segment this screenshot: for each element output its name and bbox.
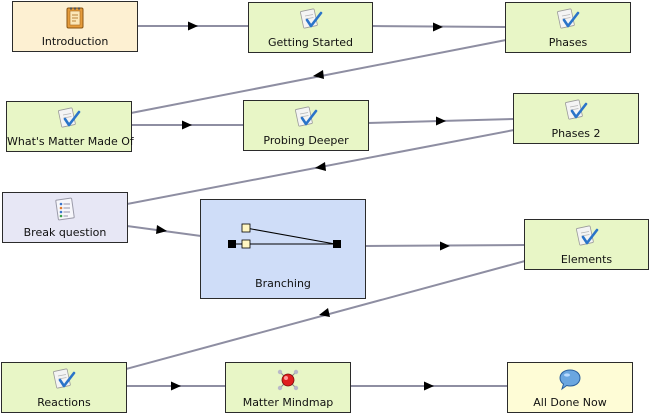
node-phases-2[interactable]: Phases 2: [513, 93, 639, 144]
checklist-icon: [294, 105, 318, 129]
node-label: Branching: [255, 277, 311, 290]
arrowheads: [156, 21, 450, 391]
node-introduction[interactable]: Introduction: [12, 1, 138, 52]
node-break-question[interactable]: Break question: [2, 192, 128, 243]
arrowhead: [188, 21, 198, 31]
node-all-done-now[interactable]: All Done Now: [507, 362, 633, 413]
node-label: Phases 2: [551, 127, 601, 140]
node-label: Getting Started: [267, 36, 354, 49]
node-branching[interactable]: Branching: [200, 199, 366, 299]
node-whats-matter-made-of[interactable]: What's Matter Made Of: [6, 101, 134, 152]
checklist-icon: [57, 106, 81, 130]
arrowhead: [313, 70, 324, 79]
arrowhead: [171, 381, 181, 391]
checklist-icon: [556, 7, 580, 31]
node-label: Matter Mindmap: [242, 396, 334, 409]
question-form-icon: [53, 197, 77, 221]
node-label: Phases: [548, 36, 588, 49]
arrowhead: [424, 381, 434, 391]
checklist-icon: [298, 7, 323, 31]
mindmap-icon: [276, 367, 300, 391]
branching-icon: [225, 222, 345, 250]
arrowhead: [319, 308, 330, 317]
arrowhead: [440, 241, 450, 251]
checklist-icon: [564, 98, 588, 122]
node-probing-deeper[interactable]: Probing Deeper: [243, 100, 369, 151]
speech-bubble-icon: [558, 367, 582, 391]
node-label: Elements: [560, 253, 613, 266]
node-label: Break question: [23, 226, 107, 239]
node-label: What's Matter Made Of: [7, 135, 134, 148]
arrowhead: [433, 22, 443, 32]
arrowhead: [436, 116, 446, 126]
node-elements[interactable]: Elements: [524, 219, 649, 270]
node-reactions[interactable]: Reactions: [1, 362, 127, 413]
node-phases[interactable]: Phases: [505, 2, 631, 53]
checklist-icon: [574, 224, 599, 248]
node-label: Probing Deeper: [263, 134, 349, 147]
arrowhead: [182, 120, 192, 130]
node-label: Reactions: [37, 396, 91, 409]
node-label: All Done Now: [533, 396, 607, 409]
arrowhead: [315, 162, 326, 171]
arrowhead: [156, 225, 167, 234]
checklist-icon: [52, 367, 76, 391]
node-getting-started[interactable]: Getting Started: [248, 2, 373, 53]
notebook-icon: [63, 6, 87, 30]
node-matter-mindmap[interactable]: Matter Mindmap: [225, 362, 351, 413]
node-label: Introduction: [41, 35, 109, 48]
